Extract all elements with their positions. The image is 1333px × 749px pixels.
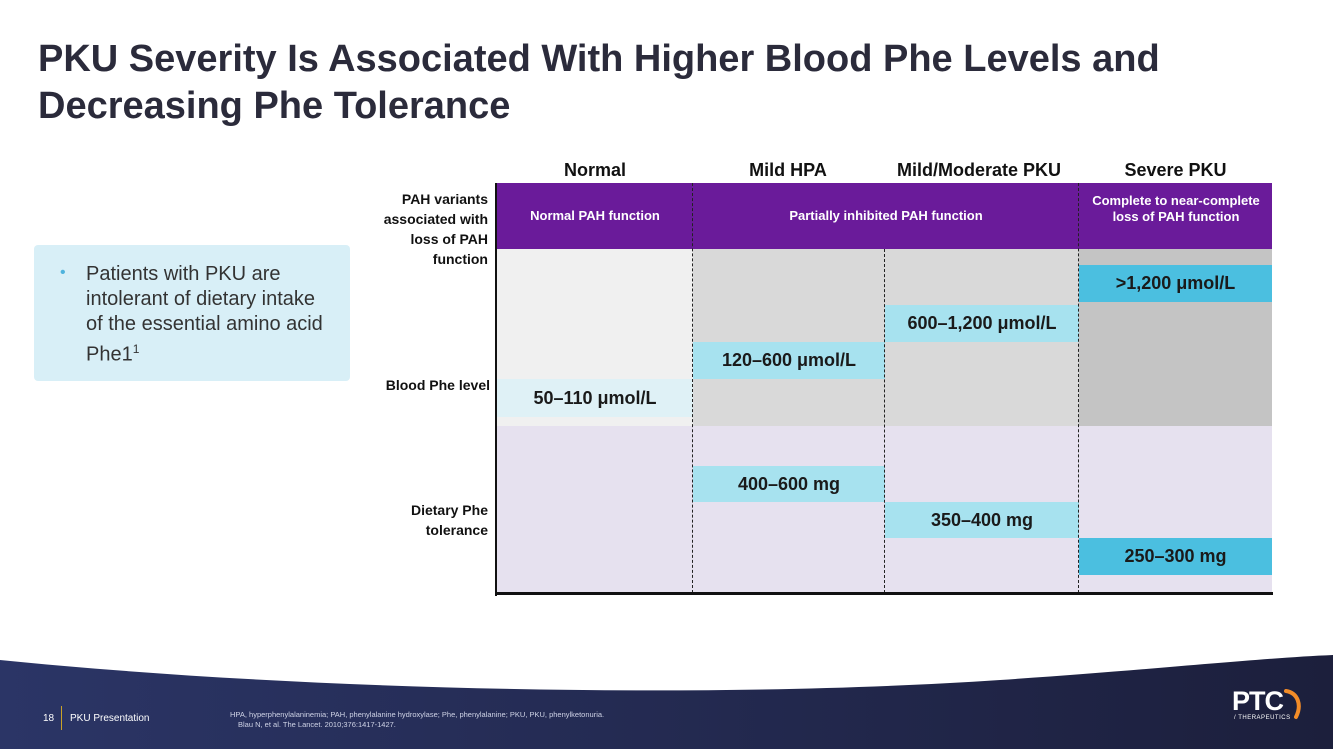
column-header-mild-moderate-pku: Mild/Moderate PKU	[896, 160, 1061, 180]
footer-presentation-title: PKU Presentation	[70, 713, 150, 724]
footer-wave	[0, 655, 1333, 749]
row-label-pah: PAH variants associated with loss of PAH…	[383, 191, 488, 267]
pah-normal-label: Normal PAH function	[530, 208, 660, 223]
callout-text-body: Patients with PKU are intolerant of diet…	[86, 263, 323, 366]
dietary-mild-hpa: 400–600 mg	[693, 466, 885, 502]
pah-function-band	[497, 183, 1272, 249]
logo-swoosh-icon	[1284, 689, 1301, 719]
ptc-logo: PTC / THERAPEUTICS	[1232, 686, 1304, 726]
footnote-reference: Blau N, et al. The Lancet. 2010;376:1417…	[238, 720, 396, 729]
pah-severe-label: Complete to near-complete loss of PAH fu…	[1092, 193, 1260, 224]
row-label-blood-phe: Blood Phe level	[385, 377, 490, 393]
blood-phe-severe: >1,200 μmol/L	[1079, 265, 1272, 302]
blood-phe-normal: 50–110 μmol/L	[497, 379, 693, 417]
y-axis-line	[495, 183, 497, 596]
bullet-icon: •	[60, 264, 66, 281]
page-number: 18	[43, 713, 55, 724]
row-label-dietary: Dietary Phe tolerance	[410, 502, 488, 538]
blood-phe-mild-hpa: 120–600 μmol/L	[693, 342, 885, 379]
callout-sup: 1	[132, 342, 140, 356]
dietary-severe: 250–300 mg	[1079, 538, 1272, 575]
footer-separator	[61, 706, 62, 730]
column-header-severe-pku: Severe PKU	[1124, 160, 1227, 180]
divider-normal-mild	[692, 183, 693, 593]
column-header-normal: Normal	[563, 160, 626, 180]
footnote-abbreviations: HPA, hyperphenylalaninemia; PAH, phenyla…	[230, 710, 605, 719]
logo-subtitle: / THERAPEUTICS	[1234, 715, 1291, 721]
logo-text: PTC	[1232, 686, 1284, 716]
callout-box: • Patients with PKU are intolerant of di…	[34, 245, 350, 381]
footnote: HPA, hyperphenylalaninemia; PAH, phenyla…	[230, 710, 604, 730]
page-title: PKU Severity Is Associated With Higher B…	[38, 38, 1160, 127]
blood-phe-mild-moderate: 600–1,200 μmol/L	[885, 305, 1079, 342]
dietary-mild-moderate: 350–400 mg	[885, 502, 1079, 538]
pah-partial-label: Partially inhibited PAH function	[789, 208, 983, 223]
divider-moderate-severe	[1078, 183, 1079, 593]
column-header-mild-hpa: Mild HPA	[749, 160, 827, 180]
divider-mild-moderate	[884, 249, 885, 593]
x-axis-line	[495, 592, 1273, 595]
callout-text: Patients with PKU are intolerant of diet…	[86, 262, 336, 368]
